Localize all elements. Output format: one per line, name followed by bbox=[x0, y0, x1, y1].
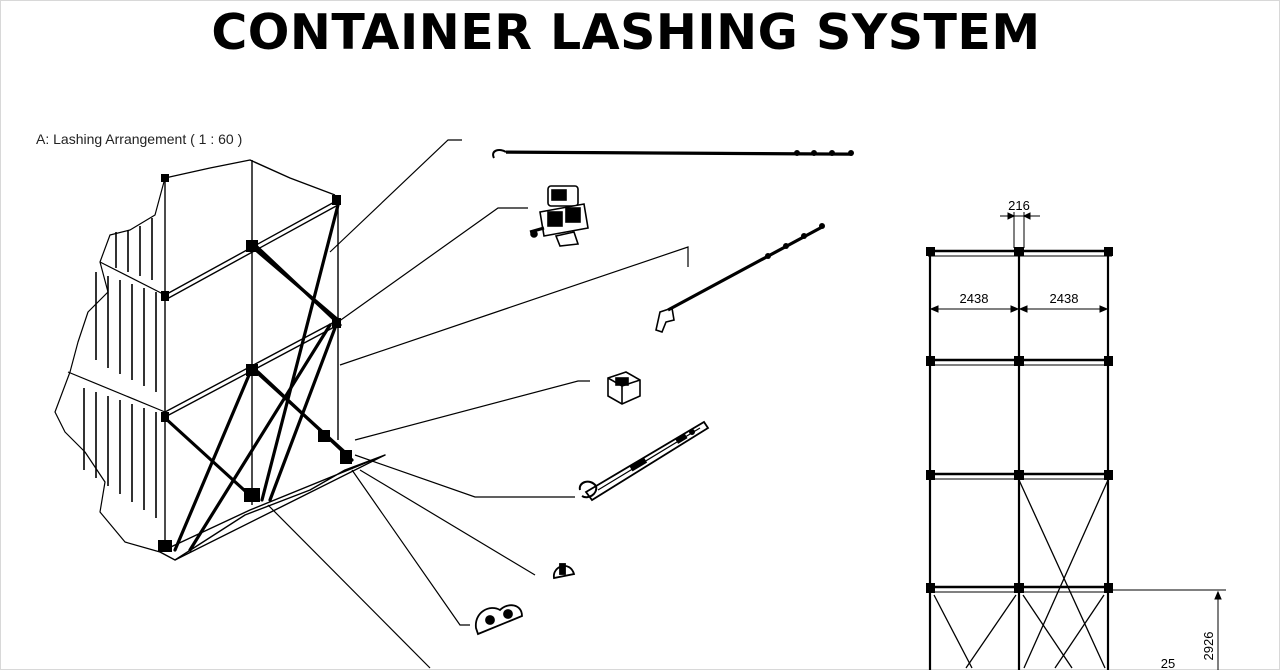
dimension-widths bbox=[929, 305, 1109, 313]
d-ring-part bbox=[553, 563, 576, 580]
arrangement-caption: A: Lashing Arrangement ( 1 : 60 ) bbox=[36, 131, 243, 147]
turnbuckle-part bbox=[578, 420, 710, 502]
dim-label-left-width: 2438 bbox=[960, 291, 989, 306]
container-side-wall bbox=[54, 177, 166, 553]
dimension-top-gap bbox=[1000, 212, 1040, 248]
dim-label-tier-height: 2926 bbox=[1201, 632, 1216, 661]
lashing-cleat-part bbox=[607, 371, 641, 405]
dimension-tier-height bbox=[1112, 589, 1226, 670]
lashing-rod-part bbox=[655, 223, 825, 333]
twistlock-part bbox=[529, 185, 589, 247]
lashing-eye-part bbox=[475, 604, 523, 636]
isometric-container-stack bbox=[54, 159, 386, 561]
page-title: CONTAINER LASHING SYSTEM bbox=[211, 4, 1041, 61]
dim-label-top-gap: 216 bbox=[1008, 198, 1030, 213]
leader-lines bbox=[267, 139, 689, 669]
dim-label-right-width: 2438 bbox=[1050, 291, 1079, 306]
container-front-frame bbox=[159, 159, 386, 561]
dim-label-offset: 25 bbox=[1161, 656, 1175, 670]
lashing-rods bbox=[163, 203, 354, 552]
corner-castings bbox=[158, 174, 352, 552]
elevation-view bbox=[926, 212, 1226, 670]
lashing-bar-part bbox=[492, 149, 854, 159]
